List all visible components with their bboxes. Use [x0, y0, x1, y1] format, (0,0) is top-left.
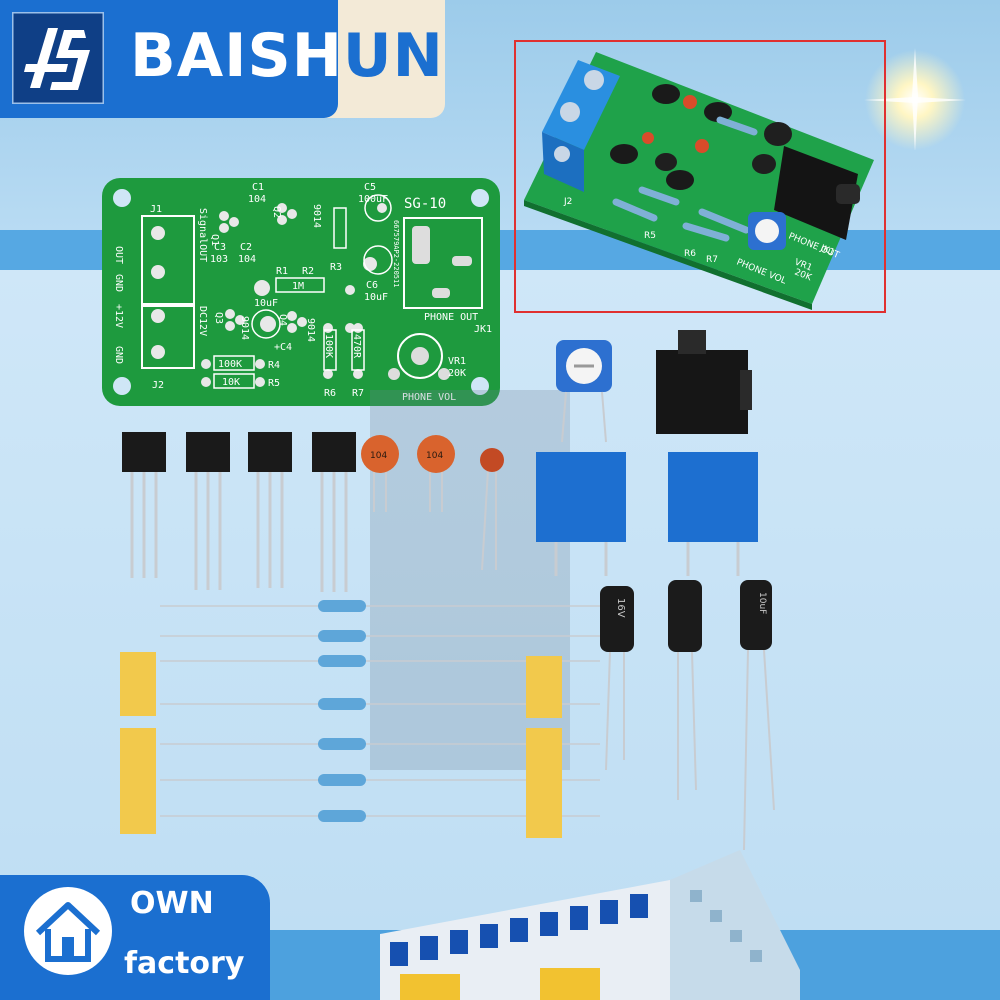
- pcb-c6-value: 10uF: [364, 292, 388, 303]
- badge-line-factory: factory: [124, 946, 245, 981]
- pcb-c1-value: 104: [248, 194, 266, 205]
- pcb-gnd2: GND: [113, 346, 124, 364]
- pcb-12v: +12V: [113, 304, 124, 328]
- elec-cap-label-1: 16V: [615, 598, 626, 618]
- pcb-model: SG-10: [404, 196, 446, 212]
- pcb-c1: C1: [252, 182, 264, 193]
- photo-j2: J2: [563, 197, 572, 207]
- pcb-q1: Q1: [209, 234, 220, 246]
- pcb-j1: J1: [150, 204, 162, 215]
- assembled-photo-frame: [514, 40, 886, 313]
- transistors: [122, 432, 356, 592]
- audio-jack: [656, 330, 752, 434]
- pcb-r1: R1: [276, 266, 288, 277]
- pcb-c3: C3: [214, 242, 226, 253]
- factory-building: [380, 850, 800, 1000]
- bare-pcb: J1 J2 OUT GND +12V GND SignalOUT DC12V C…: [102, 178, 500, 406]
- pcb-r100k: 100K: [323, 334, 334, 358]
- kit-components: 104 104: [120, 330, 775, 850]
- pcb-r7: R7: [352, 388, 364, 399]
- assembled-board-photo: J2 PHONE OUT JK1 VR1 20K PHONE VOL R5 R6…: [524, 52, 874, 310]
- pcb-phone-out: PHONE OUT: [424, 312, 478, 323]
- brand-name: BAISHUN: [130, 26, 444, 86]
- pcb-out: OUT: [113, 246, 124, 264]
- pcb-c6: C6: [366, 280, 378, 291]
- potentiometer: [556, 340, 612, 443]
- pcb-c2-value: 104: [238, 254, 256, 265]
- pcb-9014-a: 9014: [311, 204, 322, 228]
- pcb-q4: Q4: [277, 314, 288, 326]
- badge-line-own: OWN: [130, 886, 214, 921]
- pcb-r6: R6: [324, 388, 336, 399]
- pcb-c2: C2: [240, 242, 252, 253]
- pcb-r2: R2: [302, 266, 314, 277]
- pcb-signal-out: SignalOUT: [197, 208, 208, 262]
- sun-flare: [864, 48, 966, 150]
- pcb-vr1-value: 20K: [448, 368, 466, 379]
- pcb-dc12v: DC12V: [197, 306, 208, 336]
- pcb-9014-b: 9014: [239, 316, 250, 340]
- electrolytic-caps: 16V 10uF: [600, 580, 775, 850]
- pcb-r470r: 470R: [351, 334, 362, 359]
- pcb-c4: +C4: [274, 342, 292, 353]
- resistors: [120, 600, 600, 838]
- pcb-vr1: VR1: [448, 356, 466, 367]
- pcb-j2: J2: [152, 380, 164, 391]
- brand-name-tail: UN: [342, 21, 444, 91]
- pcb-jk1: JK1: [474, 324, 492, 335]
- house-icon: [24, 887, 112, 975]
- elec-cap-label-3: 10uF: [757, 592, 767, 614]
- photo-r7: R7: [706, 255, 718, 265]
- pcb-c4-value: 10uF: [254, 298, 278, 309]
- pcb-phone-vol: PHONE VOL: [402, 392, 456, 403]
- brand-logo: [12, 12, 104, 104]
- pcb-r3: R3: [330, 262, 342, 273]
- photo-r5: R5: [644, 231, 656, 241]
- cap-label-1: 104: [370, 451, 387, 461]
- pcb-serial: 667579AP2-220511: [392, 220, 400, 287]
- ceramic-caps: 104 104: [361, 435, 504, 571]
- pcb-q2: Q2: [271, 206, 282, 218]
- cap-label-2: 104: [426, 451, 443, 461]
- pcb-r5-value: 10K: [222, 377, 240, 388]
- brand-name-head: BAISH: [130, 21, 343, 91]
- pcb-r4: R4: [268, 360, 280, 371]
- pcb-9014-c: 9014: [305, 318, 316, 342]
- pcb-c5: C5: [364, 182, 376, 193]
- terminal-blocks: [536, 452, 758, 576]
- pcb-q3: Q3: [213, 312, 224, 324]
- pcb-c5-value: 100uF: [358, 194, 388, 205]
- pcb-r5: R5: [268, 378, 280, 389]
- pcb-c3-value: 103: [210, 254, 228, 265]
- pcb-gnd: GND: [113, 274, 124, 292]
- pcb-r2-value: 1M: [292, 281, 304, 292]
- pcb-r4-value: 100K: [218, 359, 242, 370]
- photo-r6: R6: [684, 249, 696, 259]
